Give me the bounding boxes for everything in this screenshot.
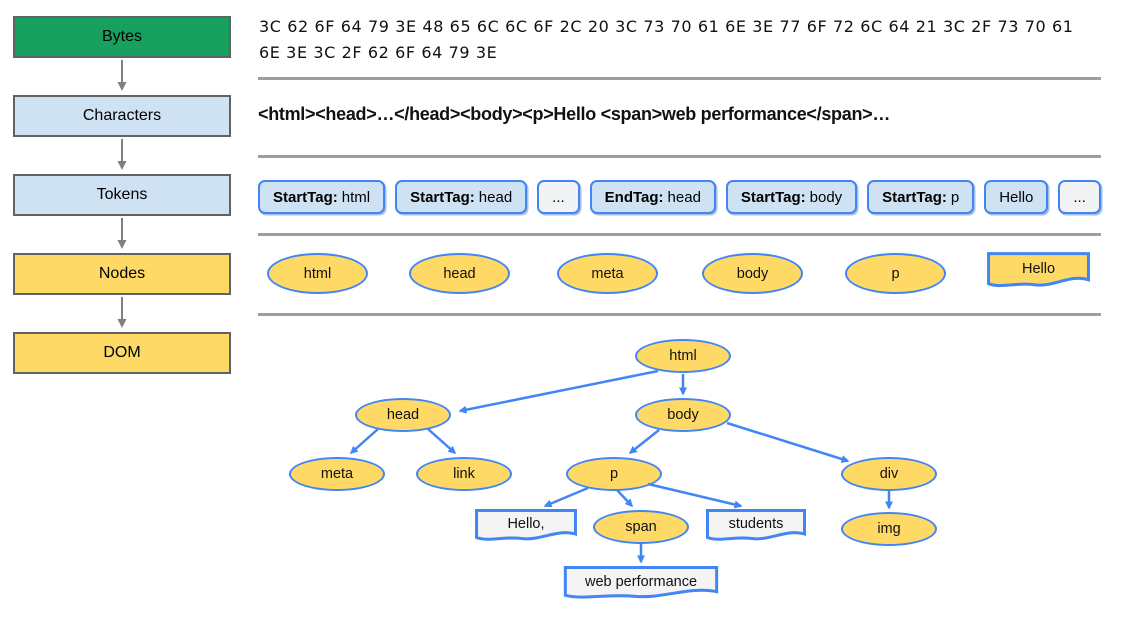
- stage-box-bytes: Bytes: [13, 16, 231, 58]
- divider-nodes: [258, 313, 1101, 316]
- divider-tokens: [258, 233, 1101, 236]
- dom-node-webperf: web performance: [563, 566, 719, 603]
- tree-edge-p-span: [616, 489, 634, 508]
- token-type-label: StartTag:: [740, 188, 806, 206]
- stage-box-dom: DOM: [13, 332, 231, 374]
- dom-node-span: span: [593, 510, 689, 544]
- bytes-hex-text: 3C 62 6F 64 79 3E 48 65 6C 6C 6F 2C 20 3…: [259, 14, 1119, 66]
- node-row-p: p: [845, 253, 946, 294]
- dom-node-head: head: [355, 398, 451, 432]
- token-box-p: StartTag:p: [867, 180, 975, 214]
- token-value: head: [667, 188, 701, 206]
- token-value: ...: [552, 188, 565, 206]
- token-box--: ...: [1058, 180, 1101, 214]
- dom-node-hello_text-label: Hello,: [507, 516, 545, 532]
- divider-bytes: [258, 77, 1101, 80]
- characters-markup-text: <html><head>…</head><body><p>Hello <span…: [258, 104, 891, 124]
- token-box--: ...: [537, 180, 580, 214]
- token-type-label: StartTag:: [410, 188, 475, 206]
- token-box-head: StartTag:head: [395, 180, 528, 214]
- dom-node-div: div: [841, 457, 937, 491]
- dom-node-meta: meta: [289, 457, 385, 491]
- token-value: body: [809, 188, 843, 206]
- stage-box-nodes: Nodes: [13, 253, 231, 295]
- tree-edge-head-meta: [349, 428, 379, 454]
- tree-edge-body-p: [628, 429, 660, 454]
- token-type-label: StartTag:: [273, 188, 338, 206]
- token-box-html: StartTag:html: [258, 180, 386, 214]
- node-row-html: html: [267, 253, 368, 294]
- node-row-meta: meta: [557, 253, 658, 294]
- dom-node-students-label: students: [728, 516, 784, 532]
- token-value: Hello: [999, 188, 1034, 206]
- tree-edge-head-link: [427, 428, 457, 454]
- dom-node-p: p: [566, 457, 662, 491]
- tree-edge-body-div: [726, 421, 850, 463]
- divider-characters: [258, 155, 1101, 158]
- tree-edge-html-head: [458, 369, 659, 414]
- dom-node-html: html: [635, 339, 731, 373]
- dom-node-img: img: [841, 512, 937, 546]
- tree-edge-p-hello_text: [543, 486, 589, 508]
- dom-node-students: students: [706, 509, 806, 545]
- token-value: ...: [1073, 188, 1086, 206]
- node-row-head: head: [409, 253, 510, 294]
- node-row-hello: Hello: [987, 252, 1090, 292]
- dom-node-body: body: [635, 398, 731, 432]
- token-box-head: EndTag:head: [589, 180, 716, 214]
- tree-edge-p-students: [647, 482, 743, 509]
- token-value: p: [950, 188, 960, 206]
- token-box-body: StartTag:body: [725, 180, 858, 214]
- bytes-hex-line1: 3C 62 6F 64 79 3E 48 65 6C 6C 6F 2C 20 3…: [259, 17, 1074, 36]
- node-row-body: body: [702, 253, 803, 294]
- token-type-label: EndTag:: [604, 188, 664, 206]
- bytes-hex-line2: 6E 3E 3C 2F 62 6F 64 79 3E: [259, 43, 498, 62]
- token-value: head: [478, 188, 513, 206]
- stage-box-tokens: Tokens: [13, 174, 231, 216]
- dom-node-webperf-label: web performance: [584, 573, 698, 590]
- dom-node-hello_text: Hello,: [475, 509, 577, 545]
- token-box-hello: Hello: [984, 180, 1049, 214]
- token-type-label: StartTag:: [882, 188, 947, 206]
- token-value: html: [341, 188, 371, 206]
- node-row-hello-label: Hello: [1021, 261, 1056, 277]
- dom-node-link: link: [416, 457, 512, 491]
- stage-box-characters: Characters: [13, 95, 231, 137]
